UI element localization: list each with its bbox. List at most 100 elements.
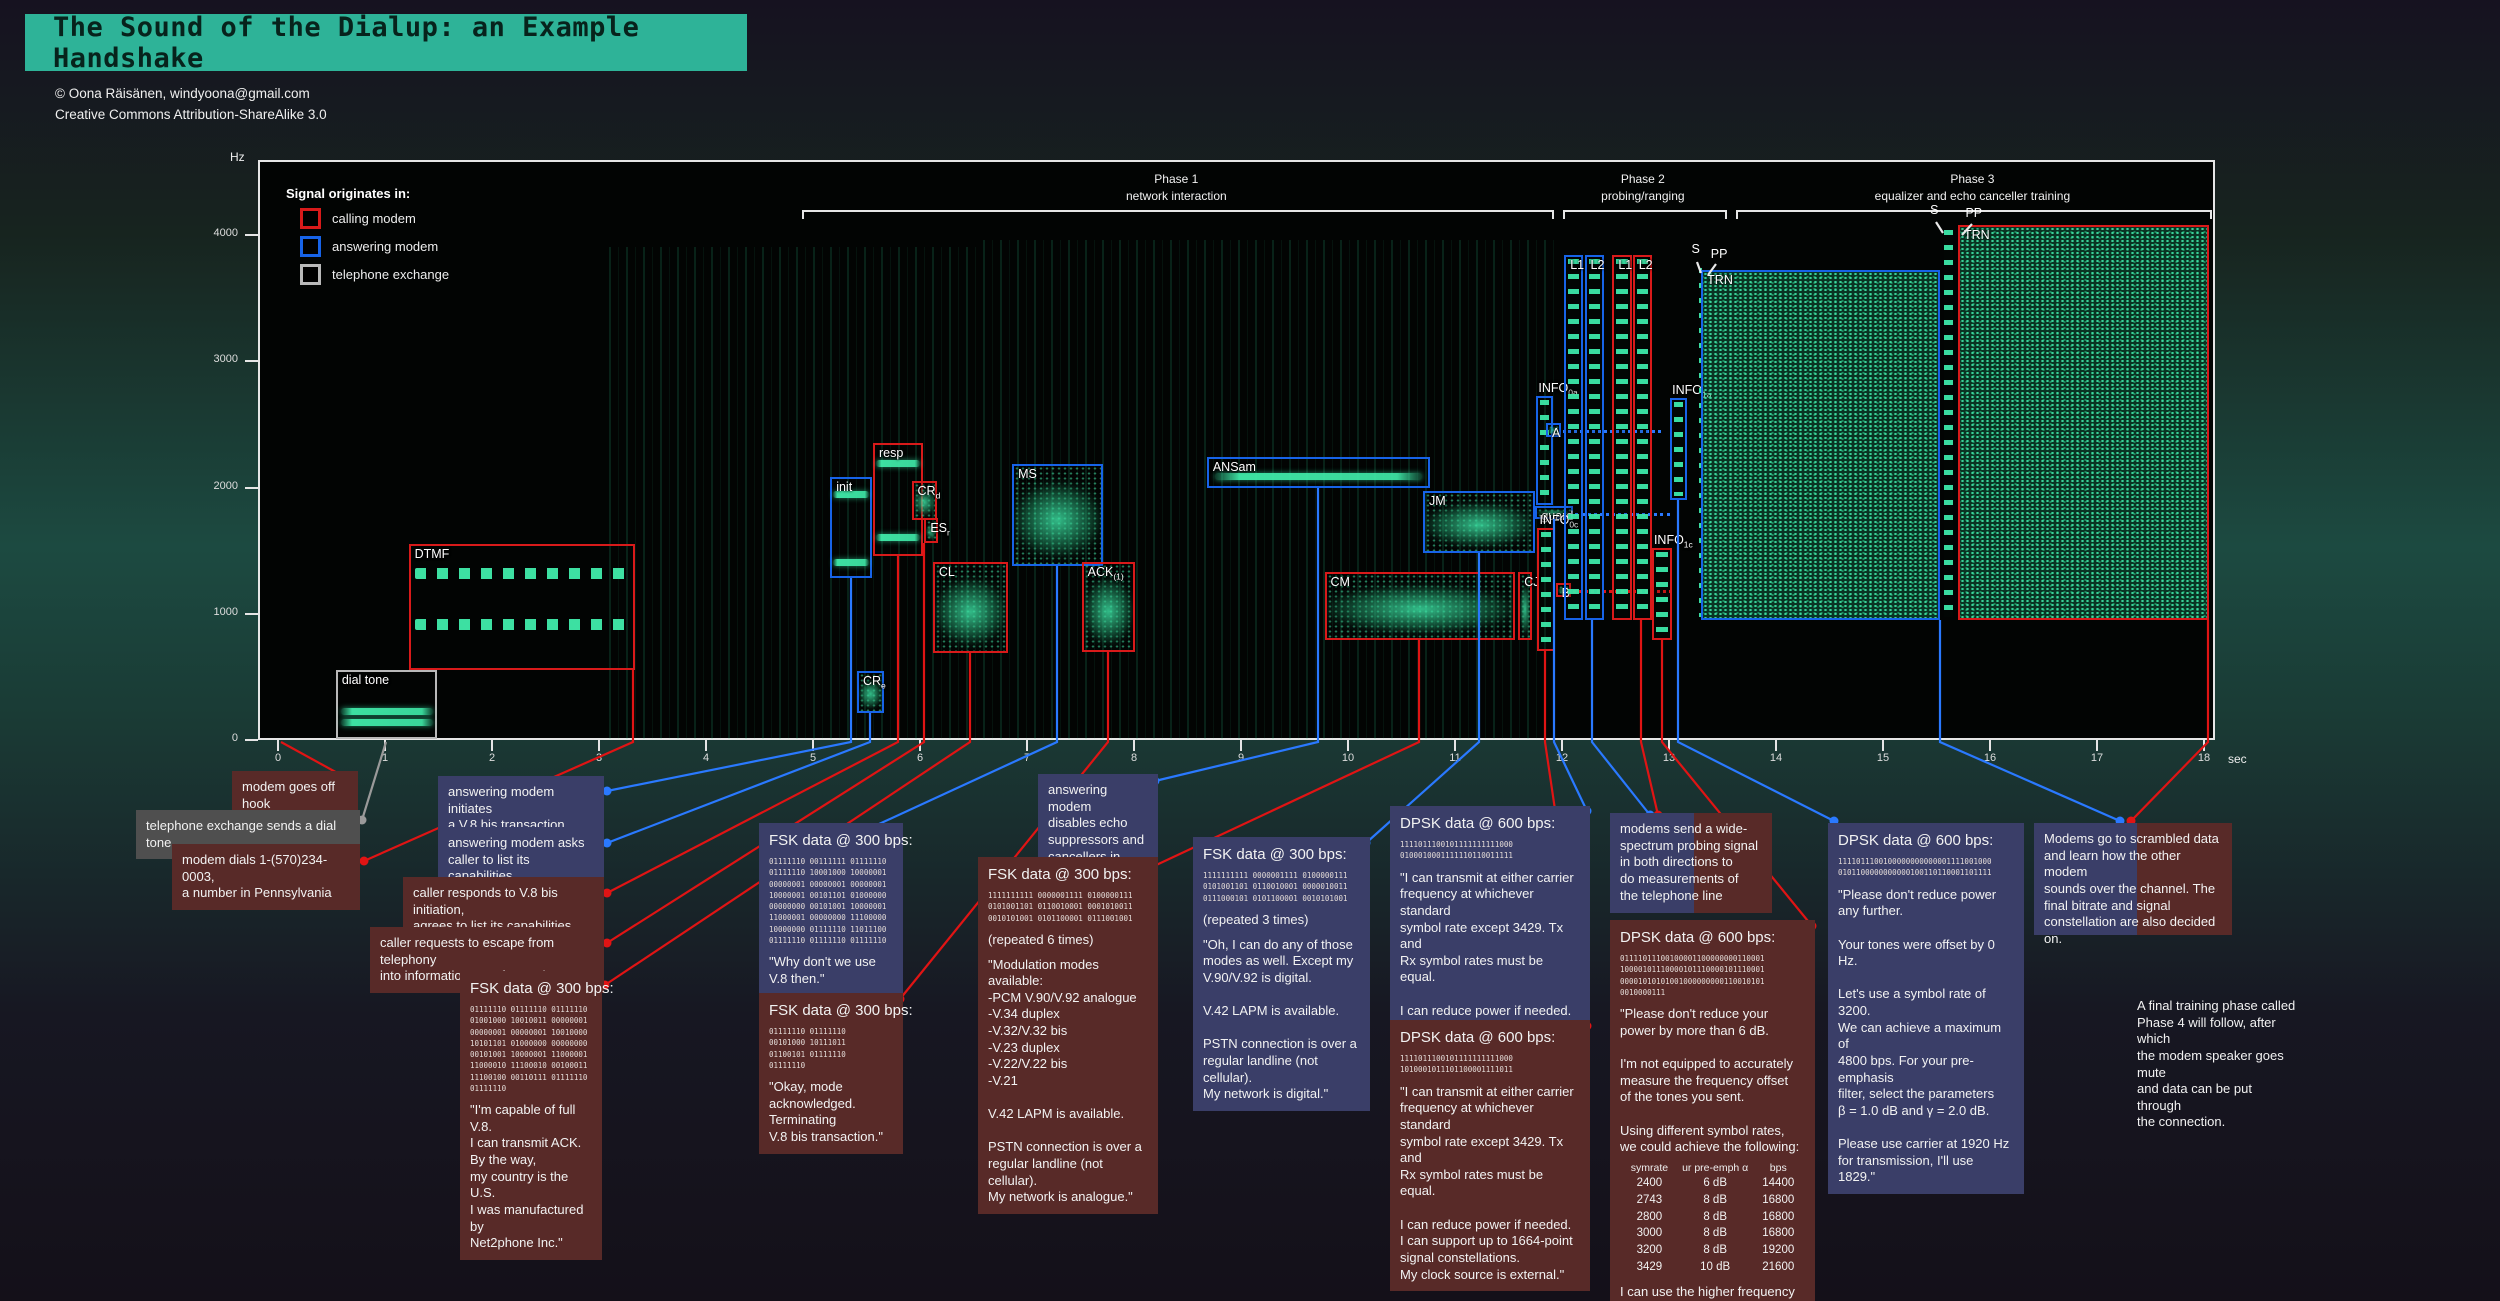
annotation-fsk-okay-mode-mono: 01111110 01111110 00101000 10111011 0110… — [769, 1027, 846, 1070]
leader-line-19 — [1938, 620, 2121, 823]
signal-label-dial-tone: dial tone — [341, 672, 390, 687]
signal-info-1a: INFO1a — [1670, 383, 1711, 501]
x-tick — [1561, 738, 1563, 751]
leader-line-1 — [360, 741, 388, 821]
x-tick-label: 7 — [1023, 752, 1031, 764]
annotation-wide-spectrum-probe: modems send a wide- spectrum probing sig… — [1610, 813, 1772, 913]
phase-desc-2: probing/ranging — [1601, 189, 1685, 203]
signal-label-cm: CM — [1330, 575, 1350, 590]
x-tick — [491, 738, 493, 751]
signal-label-l1-ans: L1 — [1570, 258, 1585, 273]
rungs-texture — [1540, 400, 1550, 502]
annotation-fsk-capable: FSK data @ 300 bps: 01111110 01111110 011… — [460, 971, 614, 1260]
signal-l2-ans: L2 — [1584, 255, 1604, 621]
annotation-phase4-note: A final training phase called Phase 4 wi… — [2127, 990, 2309, 1139]
leader-line-4 — [606, 713, 872, 845]
signal-cm: CM — [1324, 572, 1515, 641]
rungs-texture — [1541, 532, 1551, 647]
x-tick-label: 8 — [1130, 752, 1138, 764]
annotation-fsk-oh-i-can-title: FSK data @ 300 bps: — [1203, 846, 1347, 863]
annotation-fsk-okay-mode: FSK data @ 300 bps:01111110 01111110 001… — [759, 993, 913, 1154]
tone-line — [833, 490, 869, 498]
signal-spp-col-1 — [1697, 266, 1704, 620]
annotation-dpsk-symbol-rates-title: DPSK data @ 600 bps: — [1620, 929, 1776, 946]
noise-texture — [1703, 272, 1938, 619]
x-tick — [1668, 738, 1670, 751]
signal-label-tone-a: A — [1552, 425, 1561, 440]
legend-label: answering modem — [332, 239, 439, 254]
tone-line — [1215, 473, 1422, 481]
signal-label-cr-e: CRe — [862, 674, 886, 691]
legend-item-calling-modem: calling modem — [300, 208, 528, 229]
signal-l1-call: L1 — [1612, 255, 1632, 621]
annotation-fsk-modulation-modes-quote: "Modulation modes available: -PCM V.90/V… — [988, 956, 1142, 1205]
signal-ms: MS — [1012, 464, 1104, 567]
leader-line-10 — [1154, 488, 1320, 783]
y-tick-label: 4000 — [213, 227, 238, 239]
x-tick — [1454, 738, 1456, 751]
annotation-dpsk-internal-clock-mono: 1111011100101111111111000 01000100011111… — [1400, 840, 1513, 861]
annotation-dpsk-carrier-1920-mono: 1111011100100000000000001111001000 01011… — [1838, 857, 1992, 878]
leader-line-8 — [865, 566, 1059, 831]
annotation-caller-responds-text: caller responds to V.8 bis initiation, a… — [413, 885, 572, 934]
leader-dot-4 — [602, 838, 612, 848]
x-tick-label: 11 — [1449, 752, 1461, 764]
blob-texture — [858, 673, 882, 711]
signal-label-ack-1: ACK(1) — [1087, 564, 1124, 582]
signal-l1-ans: L1 — [1564, 255, 1585, 621]
y-tick — [245, 486, 258, 489]
x-tick — [598, 738, 600, 751]
rungs-texture — [1588, 259, 1600, 617]
leader-line-9 — [899, 652, 1110, 1000]
blob-texture — [1083, 563, 1134, 650]
table-header: ur pre-emph α — [1682, 1161, 1749, 1174]
signal-jm: JM — [1422, 491, 1536, 554]
signal-cj: CJ — [1518, 572, 1539, 641]
leader-dot-6 — [602, 938, 612, 948]
x-tick — [812, 738, 814, 751]
signal-label-trn-answering: TRN — [1707, 273, 1733, 288]
annotation-dials-number-text: modem dials 1-(570)234-0003, a number in… — [182, 852, 332, 901]
blob-texture — [934, 563, 1006, 651]
x-tick — [1347, 738, 1349, 751]
legend-swatch — [300, 264, 321, 285]
float-label-pp-label-1: PP — [1710, 247, 1728, 262]
rungs-texture — [1655, 552, 1669, 637]
signal-cr-e: CRe — [856, 671, 886, 713]
annotation-dpsk-symbol-rates-quote2: I can use the higher frequency carrier a… — [1620, 1283, 1795, 1301]
poster-title: The Sound of the Dialup: an Example Hand… — [53, 11, 640, 74]
signal-label-ms: MS — [1018, 467, 1037, 482]
annotation-scrambled-data-text: Modems go to scrambled data and learn ho… — [2044, 831, 2219, 946]
annotation-fsk-capable-title: FSK data @ 300 bps: — [470, 980, 614, 997]
leader-dot-2 — [359, 856, 369, 866]
dotted-line-tone-a — [1563, 429, 1662, 433]
tone-line — [833, 558, 869, 566]
blob-texture — [926, 520, 937, 542]
annotation-fsk-capable-mono: 01111110 01111110 01111110 01001000 1001… — [470, 1005, 588, 1093]
table-header: symrate — [1630, 1161, 1669, 1174]
signal-label-resp: resp — [878, 446, 904, 461]
annotation-ask-capabilities-text: answering modem asks caller to list its … — [448, 835, 585, 884]
x-tick — [1775, 738, 1777, 751]
annotation-wide-spectrum-probe-text: modems send a wide- spectrum probing sig… — [1620, 821, 1759, 903]
annotation-fsk-modulation-modes-title: FSK data @ 300 bps: — [988, 866, 1132, 883]
annotation-fsk-okay-mode-quote: "Okay, mode acknowledged. Terminating V.… — [769, 1079, 883, 1145]
signal-trn-answering: TRN — [1701, 270, 1940, 621]
signal-label-trn-calling: TRN — [1963, 228, 1990, 243]
annotation-dpsk-symbol-rates-quote: "Please don't reduce your power by more … — [1620, 1006, 1800, 1155]
annotation-phase4-note-text: A final training phase called Phase 4 wi… — [2137, 998, 2296, 1130]
legend-swatch — [300, 208, 321, 229]
annotation-dpsk-external-clock: DPSK data @ 600 bps:11110111001011111111… — [1390, 1020, 1590, 1292]
annotation-dpsk-carrier-1920-quote: "Please don't reduce power any further. … — [1838, 886, 2010, 1185]
legend-item-answering-modem: answering modem — [300, 236, 528, 257]
dtmf-band — [415, 568, 629, 580]
leader-line-13 — [1552, 519, 1588, 812]
leader-line-16 — [1639, 620, 1660, 816]
signal-label-cl: CL — [938, 564, 955, 579]
legend-item-telephone-exchange: telephone exchange — [300, 264, 528, 285]
leader-line-24 — [1961, 223, 1973, 236]
annotation-dpsk-external-clock-mono: 1111011100101111111111000 10100010111011… — [1400, 1054, 1513, 1075]
